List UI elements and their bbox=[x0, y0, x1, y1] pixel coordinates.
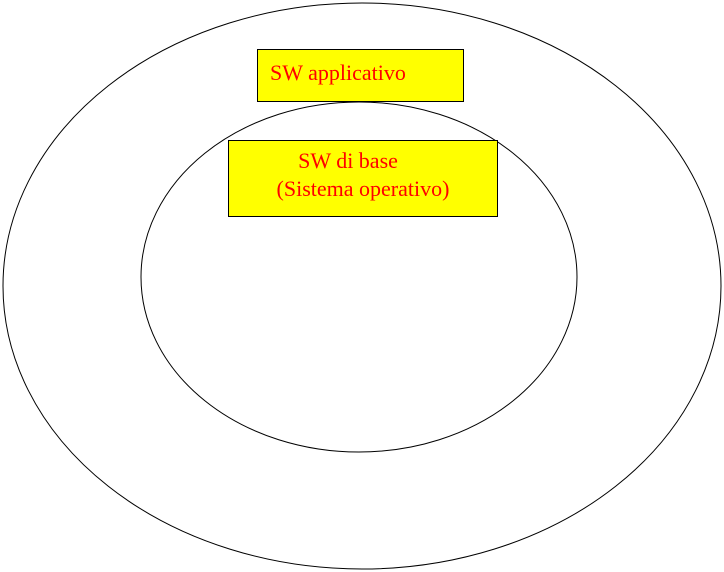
application-software-label-box: SW applicativo bbox=[257, 49, 464, 102]
base-software-label: SW di base bbox=[298, 148, 398, 173]
application-software-label: SW applicativo bbox=[270, 60, 406, 85]
operating-system-label: (Sistema operativo) bbox=[276, 176, 450, 201]
base-software-label-box: SW di base (Sistema operativo) bbox=[228, 140, 498, 217]
inner-ellipse bbox=[140, 101, 578, 453]
